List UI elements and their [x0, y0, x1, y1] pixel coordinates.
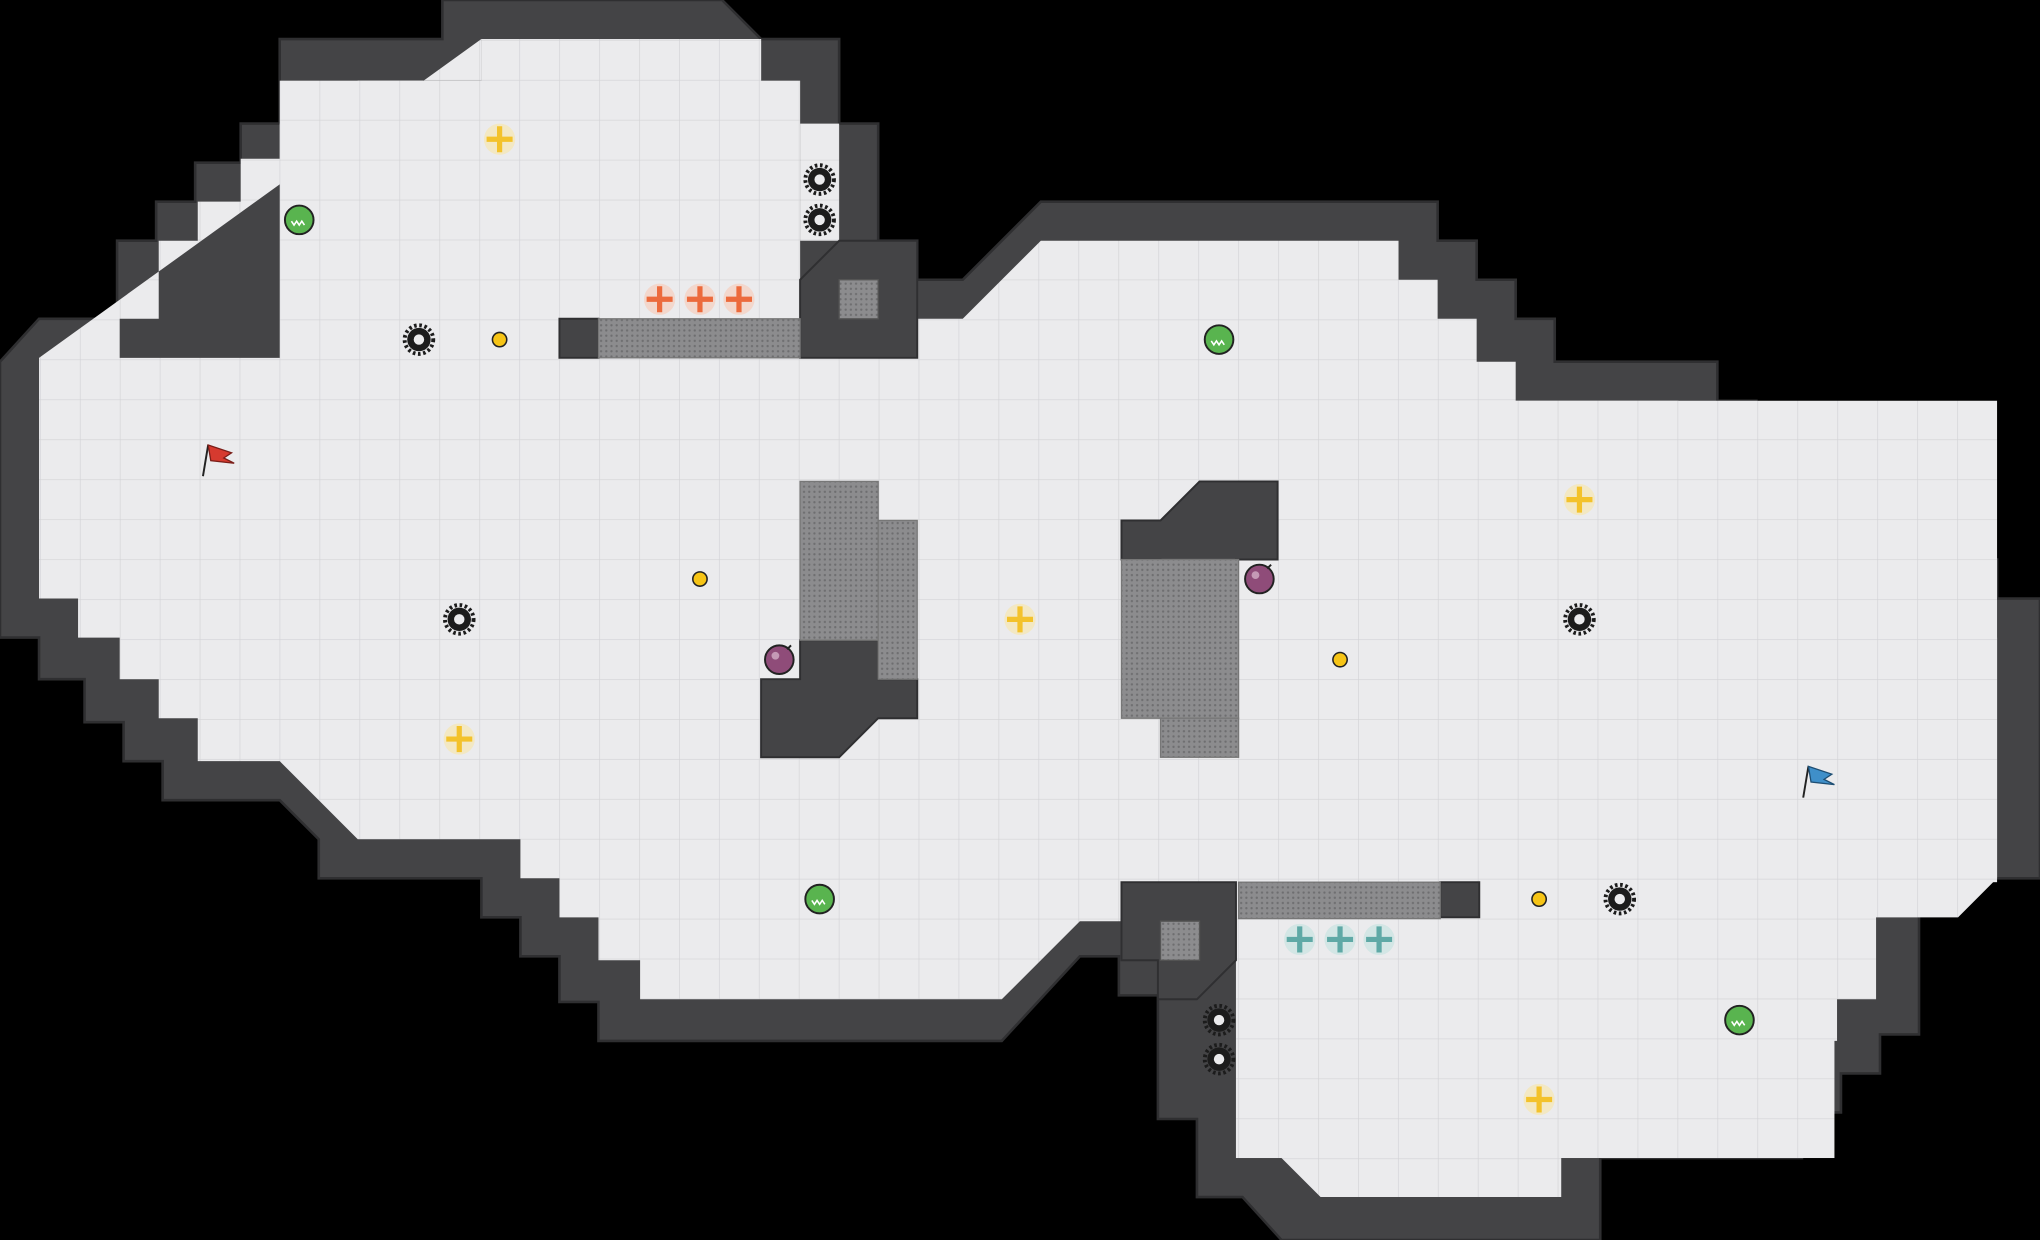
floor-fill-top2	[481, 39, 762, 92]
spike-icon	[442, 603, 476, 636]
orange-boost-icon	[644, 283, 676, 315]
spike-icon	[1603, 882, 1637, 916]
spike-icon	[803, 163, 836, 196]
gate-block-center-left	[799, 480, 879, 641]
button-icon	[1531, 891, 1548, 908]
floor-fill-bottom	[1235, 917, 1835, 1159]
spike-icon	[1202, 1042, 1236, 1076]
floor-fill-top	[279, 80, 801, 361]
yellow-boost-icon	[1523, 1083, 1555, 1116]
bomb-icon	[764, 644, 795, 675]
teal-boost-icon	[1324, 923, 1356, 956]
gate-tile	[1159, 920, 1201, 961]
wall-block-lower	[1439, 881, 1481, 919]
teal-boost-icon	[1363, 923, 1395, 956]
button-icon	[491, 331, 508, 348]
gate-block-center-left-2	[877, 519, 918, 680]
blue-flag-icon	[1802, 765, 1835, 798]
powerup-icon	[1203, 324, 1235, 355]
wall-block-upper	[558, 317, 600, 359]
powerup-icon	[1724, 1004, 1755, 1036]
gate-row-lower	[1237, 881, 1441, 920]
yellow-boost-icon	[1004, 603, 1036, 635]
powerup-icon	[283, 204, 315, 236]
button-icon	[692, 571, 708, 587]
gate-tile	[838, 279, 879, 320]
spike-icon	[1202, 1003, 1236, 1037]
gates	[597, 279, 1441, 961]
gate-block-center-right-2	[1159, 717, 1240, 758]
yellow-boost-icon	[483, 123, 516, 155]
teal-boost-icon	[1284, 923, 1316, 956]
gate-block-center-right	[1120, 558, 1240, 719]
orange-boost-icon	[723, 283, 755, 315]
powerup-icon	[804, 883, 835, 915]
red-flag-icon	[201, 444, 235, 477]
orange-boost-icon	[684, 283, 716, 315]
entities	[201, 123, 1835, 1116]
bomb-icon	[1244, 563, 1275, 595]
yellow-boost-icon	[1563, 484, 1596, 516]
gate-row-upper	[597, 318, 801, 359]
spike-icon	[1563, 603, 1596, 636]
button-icon	[1332, 651, 1348, 668]
floor-fill-right	[1515, 400, 1998, 883]
spike-icon	[402, 323, 436, 356]
spike-icon	[803, 203, 836, 237]
yellow-boost-icon	[443, 723, 475, 755]
